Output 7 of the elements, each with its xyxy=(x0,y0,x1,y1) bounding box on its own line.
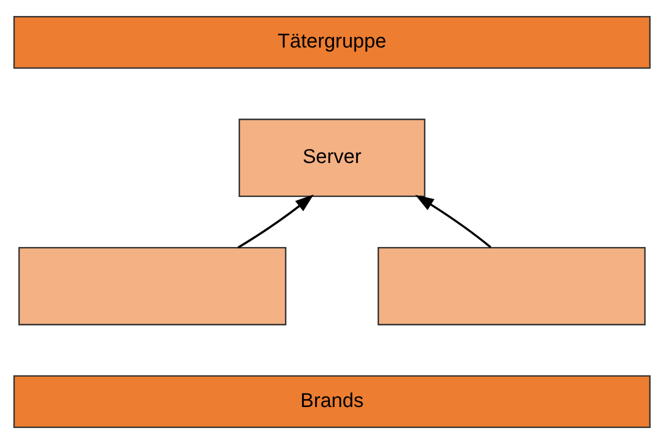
arrow xyxy=(415,194,492,248)
node-box xyxy=(378,246,646,326)
node-box xyxy=(18,246,286,326)
arrow xyxy=(238,194,314,248)
node-box: Tätergruppe xyxy=(13,16,651,69)
node-box: Brands xyxy=(13,375,651,428)
node-box: Server xyxy=(238,118,426,198)
